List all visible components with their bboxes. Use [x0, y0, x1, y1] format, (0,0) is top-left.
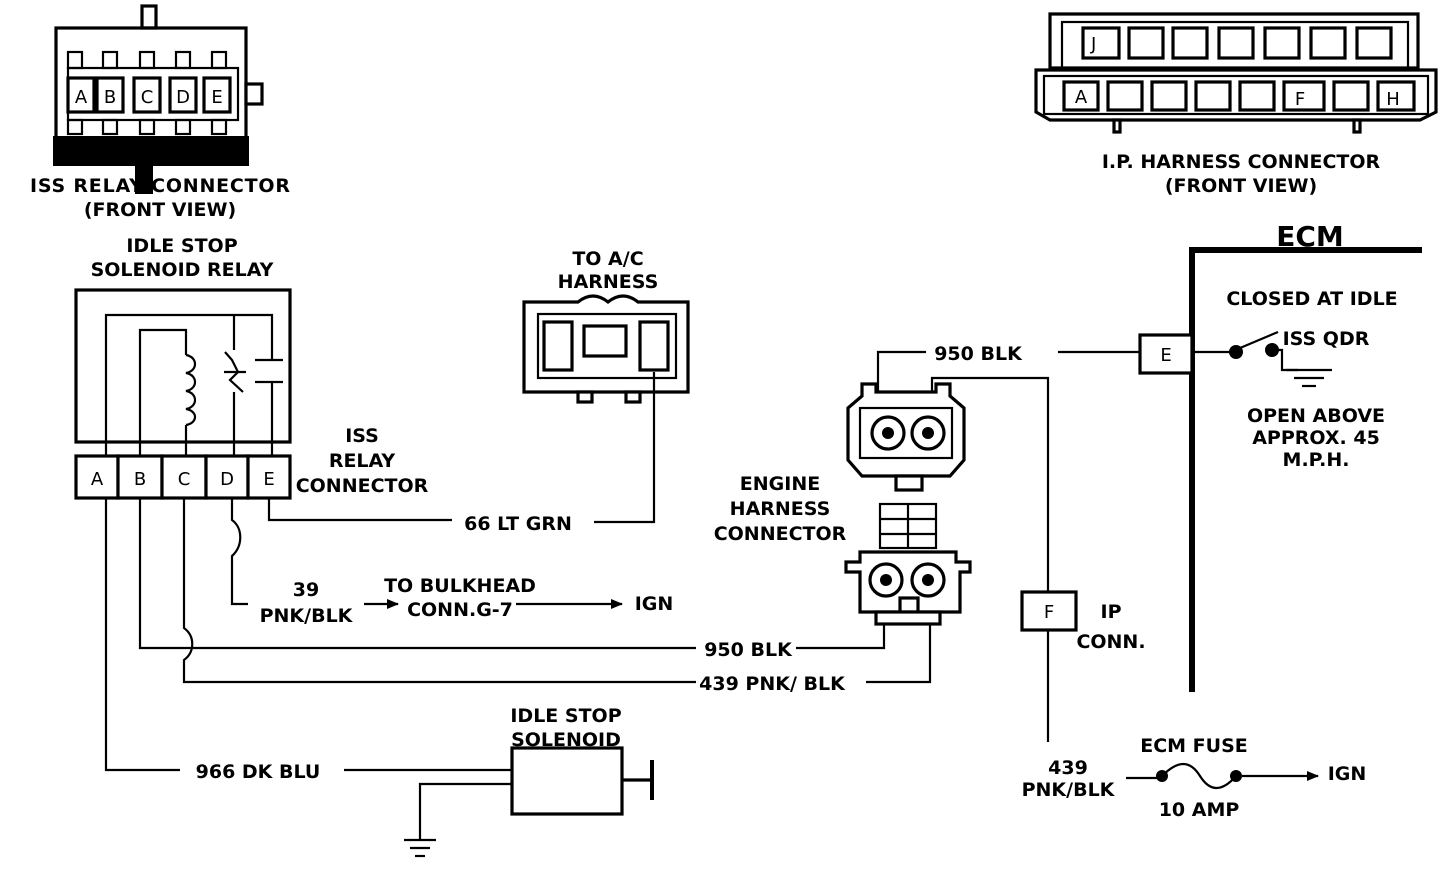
solenoid-body: [510, 746, 624, 816]
ecm-fuse: 439 PNK/BLK ECM FUSE IGN 10 AMP: [1022, 735, 1367, 821]
engine-harness-connector: ENGINE HARNESS CONNECTOR: [714, 382, 972, 626]
iss-pin-a-label: A: [75, 87, 88, 108]
ecm-pin-e-box: [1138, 333, 1194, 375]
wire-950-bottom-label: 950 BLK: [704, 639, 793, 661]
iss-connector-pin-d: D: [168, 50, 198, 136]
ip-bottom-pin-a-label: A: [1075, 87, 1088, 108]
relay-connector-label-line3: CONNECTOR: [296, 475, 429, 497]
iss-relay-connector-front-view: A B C D E ISS RELAY CONNECTOR (FRONT VI: [30, 4, 290, 221]
ecm-open-line1: OPEN ABOVE: [1247, 405, 1385, 427]
engine-harness-label-line1: ENGINE: [740, 473, 820, 495]
fuse-ign-label: IGN: [1328, 763, 1367, 785]
bulkhead-label-line1: TO BULKHEAD: [384, 575, 536, 597]
iss-pin-c-label: C: [141, 87, 154, 108]
iss-pin-e-label: E: [211, 87, 222, 108]
iss-relay-connector-subtitle: (FRONT VIEW): [84, 199, 236, 221]
wire-950-blk-bottom: 950 BLK: [138, 498, 886, 661]
wire-439-engine-to-ip: [930, 376, 1050, 592]
upper-terminal-right-icon: [910, 415, 946, 451]
wire-966-dk-blu: 966 DK BLU: [104, 498, 512, 783]
relay-pin-d-label: D: [220, 469, 234, 490]
relay-connector-label-line1: ISS: [345, 425, 379, 447]
ecm-fuse-rating: 10 AMP: [1159, 799, 1240, 821]
iss-connector-pin-c: C: [132, 50, 162, 136]
ac-harness-label-line1: TO A/C: [572, 248, 643, 270]
ip-harness-connector-title: I.P. HARNESS CONNECTOR: [1102, 151, 1381, 173]
relay-pin-c-label: C: [178, 469, 191, 490]
wire-39-number: 39: [293, 579, 319, 601]
bulkhead-label-line2: CONN.G-7: [407, 599, 513, 621]
ip-conn-label-line2: CONN.: [1076, 631, 1145, 653]
relay-connector-label-line2: RELAY: [329, 450, 396, 472]
ip-harness-connector-subtitle: (FRONT VIEW): [1165, 175, 1317, 197]
iss-relay-connector-title: ISS RELAY CONNECTOR: [30, 175, 290, 197]
ip-bottom-pin-f-label: F: [1295, 89, 1305, 110]
wire-439-pnk-blk: 439 PNK/ BLK: [182, 498, 932, 695]
wire-66-lt-grn: 66 LT GRN: [267, 372, 656, 535]
fuse-icon: [1161, 762, 1237, 790]
wire-439-ip-color: PNK/BLK: [1022, 779, 1116, 801]
relay-pin-b-label: B: [134, 469, 146, 490]
relay-title-line2: SOLENOID RELAY: [91, 259, 274, 281]
iss-qdr-switch-icon: [1239, 330, 1279, 350]
ip-conn-pin-f-label: F: [1044, 602, 1054, 623]
solenoid-label-line2: SOLENOID: [511, 729, 621, 751]
iss-pin-b-label: B: [104, 87, 116, 108]
ecm-closed-label: CLOSED AT IDLE: [1226, 288, 1397, 310]
wire-39-pnk-blk: 39 PNK/BLK TO BULKHEAD CONN.G-7 IGN: [230, 498, 674, 627]
relay-pin-row: A B C D E: [74, 454, 292, 500]
idle-stop-solenoid-relay: IDLE STOP SOLENOID RELAY A B C D E: [74, 235, 292, 500]
relay-coil-icon: [185, 353, 197, 427]
ecm-boundary: [1189, 247, 1422, 692]
ip-conn-label-line1: IP: [1101, 601, 1122, 623]
lower-terminal-right-icon: [910, 562, 946, 598]
ip-top-pin-j-label: J: [1090, 34, 1096, 55]
ecm-pin-e-label: E: [1160, 345, 1171, 366]
ign-label-1: IGN: [635, 593, 674, 615]
wire-950-blk-top: 950 BLK: [876, 343, 1140, 392]
iss-connector-pin-e: E: [202, 50, 232, 136]
ip-connector-f: F IP CONN.: [1020, 590, 1146, 653]
solenoid-label-line1: IDLE STOP: [510, 705, 621, 727]
upper-terminal-left-icon: [870, 415, 906, 451]
idle-stop-solenoid: IDLE STOP SOLENOID: [404, 705, 654, 858]
iss-pin-d-label: D: [176, 87, 190, 108]
wire-39-color: PNK/BLK: [260, 605, 354, 627]
ac-harness-connector: TO A/C HARNESS: [522, 248, 690, 404]
iss-connector-pin-a: A: [66, 50, 96, 136]
wire-966-label: 966 DK BLU: [196, 761, 321, 783]
relay-housing: [74, 288, 292, 444]
engine-harness-label-line3: CONNECTOR: [714, 523, 847, 545]
ecm-switch-label: ISS QDR: [1283, 328, 1370, 350]
iss-connector-pin-b: B: [95, 50, 125, 136]
wire-950-top-label: 950 BLK: [934, 343, 1023, 365]
relay-pin-a-label: A: [91, 469, 104, 490]
engine-harness-label-line2: HARNESS: [730, 498, 831, 520]
wire-439-label: 439 PNK/ BLK: [699, 673, 846, 695]
relay-pin-e-label: E: [263, 469, 274, 490]
ip-harness-connector-front-view: J A F H I.P. HARNESS CONNECTOR (FRONT VI…: [1034, 12, 1438, 197]
relay-title-line1: IDLE STOP: [126, 235, 237, 257]
wire-66-label: 66 LT GRN: [464, 513, 572, 535]
wire-439-ip-number: 439: [1048, 757, 1088, 779]
ecm-module: ECM E CLOSED AT IDLE ISS QDR OPEN ABOVE …: [1138, 220, 1422, 692]
ecm-open-line2: APPROX. 45: [1252, 427, 1380, 449]
ecm-open-line3: M.P.H.: [1283, 449, 1350, 471]
ip-bottom-pin-h-label: H: [1386, 89, 1400, 110]
lower-terminal-left-icon: [868, 562, 904, 598]
ac-harness-label-line2: HARNESS: [558, 271, 659, 293]
ecm-fuse-title: ECM FUSE: [1140, 735, 1248, 757]
